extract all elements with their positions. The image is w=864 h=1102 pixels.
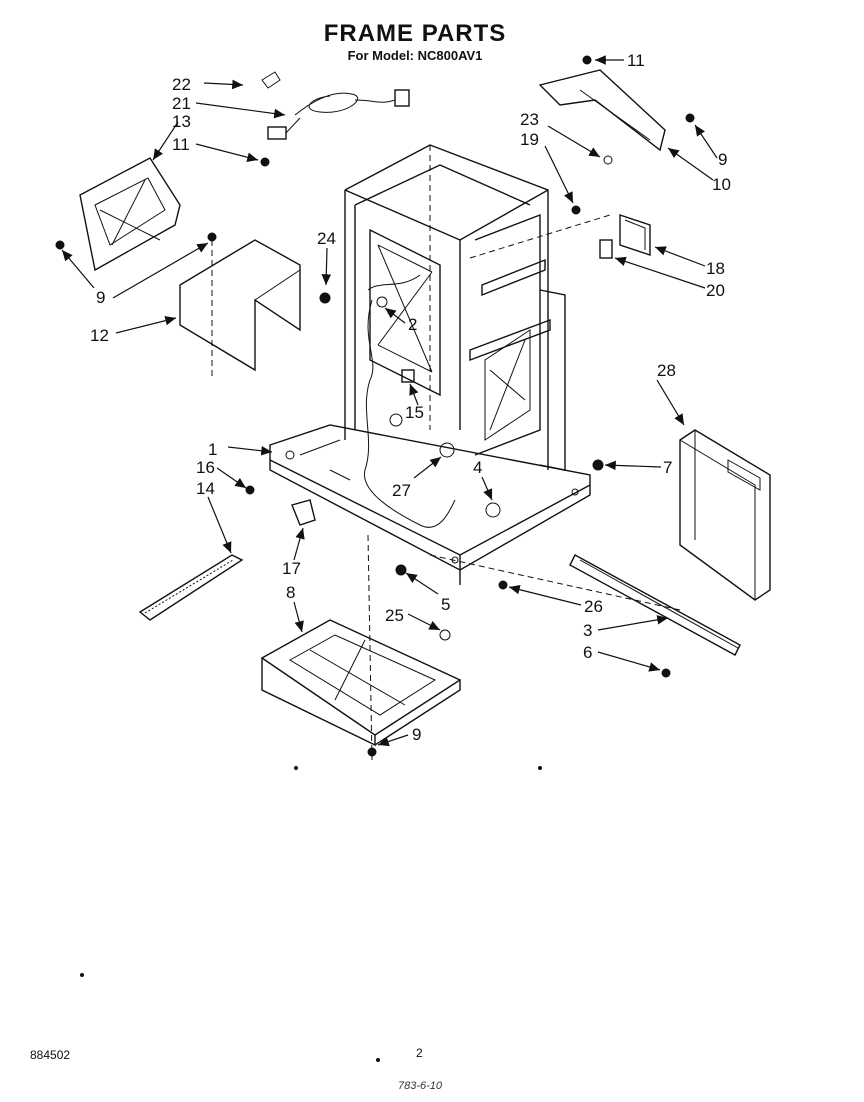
document-number: 884502 — [30, 1048, 71, 1062]
callout-12: 12 — [90, 326, 109, 345]
callout-2: 2 — [408, 315, 417, 334]
hardware-parts — [55, 55, 695, 757]
print-stamp: 783-6-10 — [398, 1080, 443, 1092]
callout-4: 4 — [473, 458, 482, 477]
door-panel-part — [679, 429, 771, 601]
page-number: 2 — [416, 1046, 423, 1060]
callout-22: 22 — [172, 75, 191, 94]
callout-6: 6 — [583, 643, 592, 662]
callout-16: 16 — [196, 458, 215, 477]
callout-17: 17 — [282, 559, 301, 578]
bottom-pan-part — [260, 619, 462, 747]
callout-7: 7 — [663, 458, 672, 477]
callout-13: 13 — [172, 112, 191, 131]
callout-10: 10 — [712, 175, 731, 194]
side-panel-part — [79, 157, 181, 272]
leader-lines — [61, 55, 718, 747]
callout-28: 28 — [657, 361, 676, 380]
callout-27: 27 — [392, 481, 411, 500]
switch-bracket-part — [599, 214, 651, 259]
registration-marks — [80, 766, 542, 1062]
rail-part — [569, 554, 741, 656]
callout-9-bottom: 9 — [412, 725, 421, 744]
top-bracket-part — [538, 69, 666, 152]
page-title: FRAME PARTS — [323, 20, 507, 47]
frame-tower — [344, 144, 611, 528]
callout-9-left: 9 — [96, 288, 105, 307]
callout-11-left: 11 — [172, 135, 190, 154]
callout-21: 21 — [172, 94, 191, 113]
callout-19: 19 — [520, 130, 539, 149]
frame-base — [269, 424, 681, 761]
callout-8: 8 — [286, 583, 295, 602]
callout-23: 23 — [520, 110, 539, 129]
callout-labels: 22 21 13 11 24 9 12 2 15 1 16 14 27 4 17… — [90, 51, 731, 744]
callout-5: 5 — [441, 595, 450, 614]
callout-14: 14 — [196, 479, 215, 498]
callout-20: 20 — [706, 281, 725, 300]
callout-18: 18 — [706, 259, 725, 278]
callout-26: 26 — [584, 597, 603, 616]
callout-11-right: 11 — [627, 51, 645, 70]
callout-15: 15 — [405, 403, 424, 422]
power-cord-part — [261, 71, 410, 140]
cover-part — [179, 239, 301, 380]
callout-25: 25 — [385, 606, 404, 625]
callout-1: 1 — [208, 440, 217, 459]
model-subtitle: For Model: NC800AV1 — [347, 48, 483, 63]
callout-24: 24 — [317, 229, 336, 248]
callout-3: 3 — [583, 621, 592, 640]
filter-strip-part — [138, 554, 244, 621]
callout-9-right: 9 — [718, 150, 727, 169]
